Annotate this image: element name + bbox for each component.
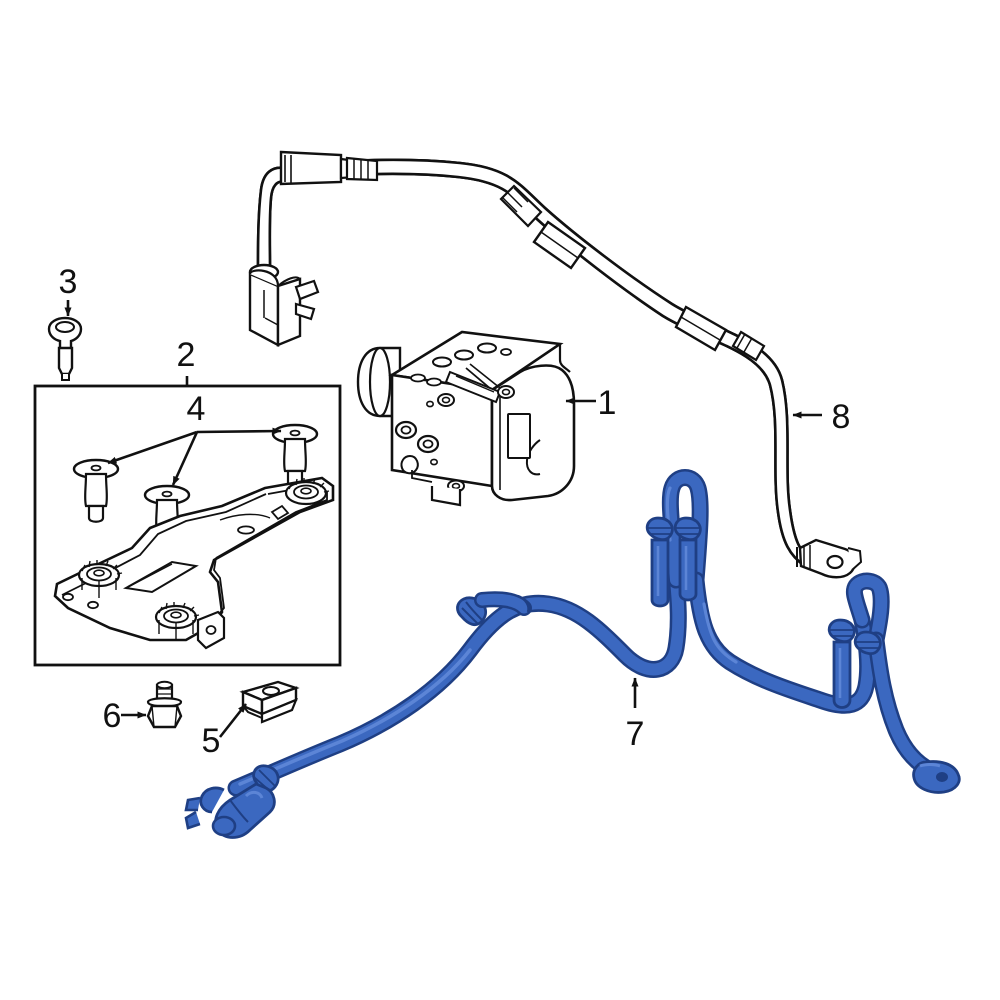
part-stud-bolt[interactable] (47, 316, 83, 381)
sensor-mounting-eyelet (796, 538, 863, 579)
callout-label-4[interactable]: 4 (187, 390, 206, 428)
wire-grommet-right (674, 305, 728, 352)
callout-label-7[interactable]: 7 (626, 715, 645, 753)
part-hex-flange-bolt[interactable] (146, 680, 183, 729)
wire-collar-diagonal (499, 184, 543, 228)
leader-4c (196, 427, 282, 435)
harness-collar-right-pair (827, 618, 882, 709)
callout-label-1[interactable]: 1 (598, 384, 617, 422)
part-abs-mounting-bracket[interactable] (53, 476, 335, 650)
wire-collar-mid (345, 156, 379, 182)
callout-label-2[interactable]: 2 (177, 336, 196, 374)
wire-grommet-diagonal (532, 220, 587, 270)
harness-eyelet-blue (912, 760, 961, 794)
callout-label-5[interactable]: 5 (202, 722, 221, 760)
part-retaining-clip[interactable] (239, 680, 300, 724)
isolator-pin-left (72, 458, 120, 523)
callout-numbers: 1 2 3 4 5 6 7 8 (59, 263, 851, 760)
harness-grommet-left-run (456, 591, 532, 627)
bracket-grommet-bottom (154, 602, 200, 640)
harness-connector-blue (184, 764, 280, 839)
leader-4b (171, 431, 199, 486)
part-rear-abs-sensor-harness[interactable] (184, 469, 961, 839)
abs-sensor-connector-white (248, 263, 320, 348)
callout-label-3[interactable]: 3 (59, 263, 78, 301)
callout-label-6[interactable]: 6 (103, 697, 122, 735)
wire-collar-right (731, 330, 766, 362)
leader-4a (107, 430, 198, 465)
part-abs-hydraulic-control-unit[interactable] (356, 330, 576, 507)
callout-label-8[interactable]: 8 (832, 398, 851, 436)
harness-collar-left-pair (645, 516, 702, 608)
leader-5 (218, 703, 248, 738)
isolator-pin-right (271, 423, 319, 488)
part-front-abs-sensor-wire[interactable] (248, 150, 863, 579)
bracket-grommet-upper-right (284, 478, 330, 506)
callout-leaders (64, 300, 822, 738)
bracket-grommet-left (77, 560, 123, 598)
